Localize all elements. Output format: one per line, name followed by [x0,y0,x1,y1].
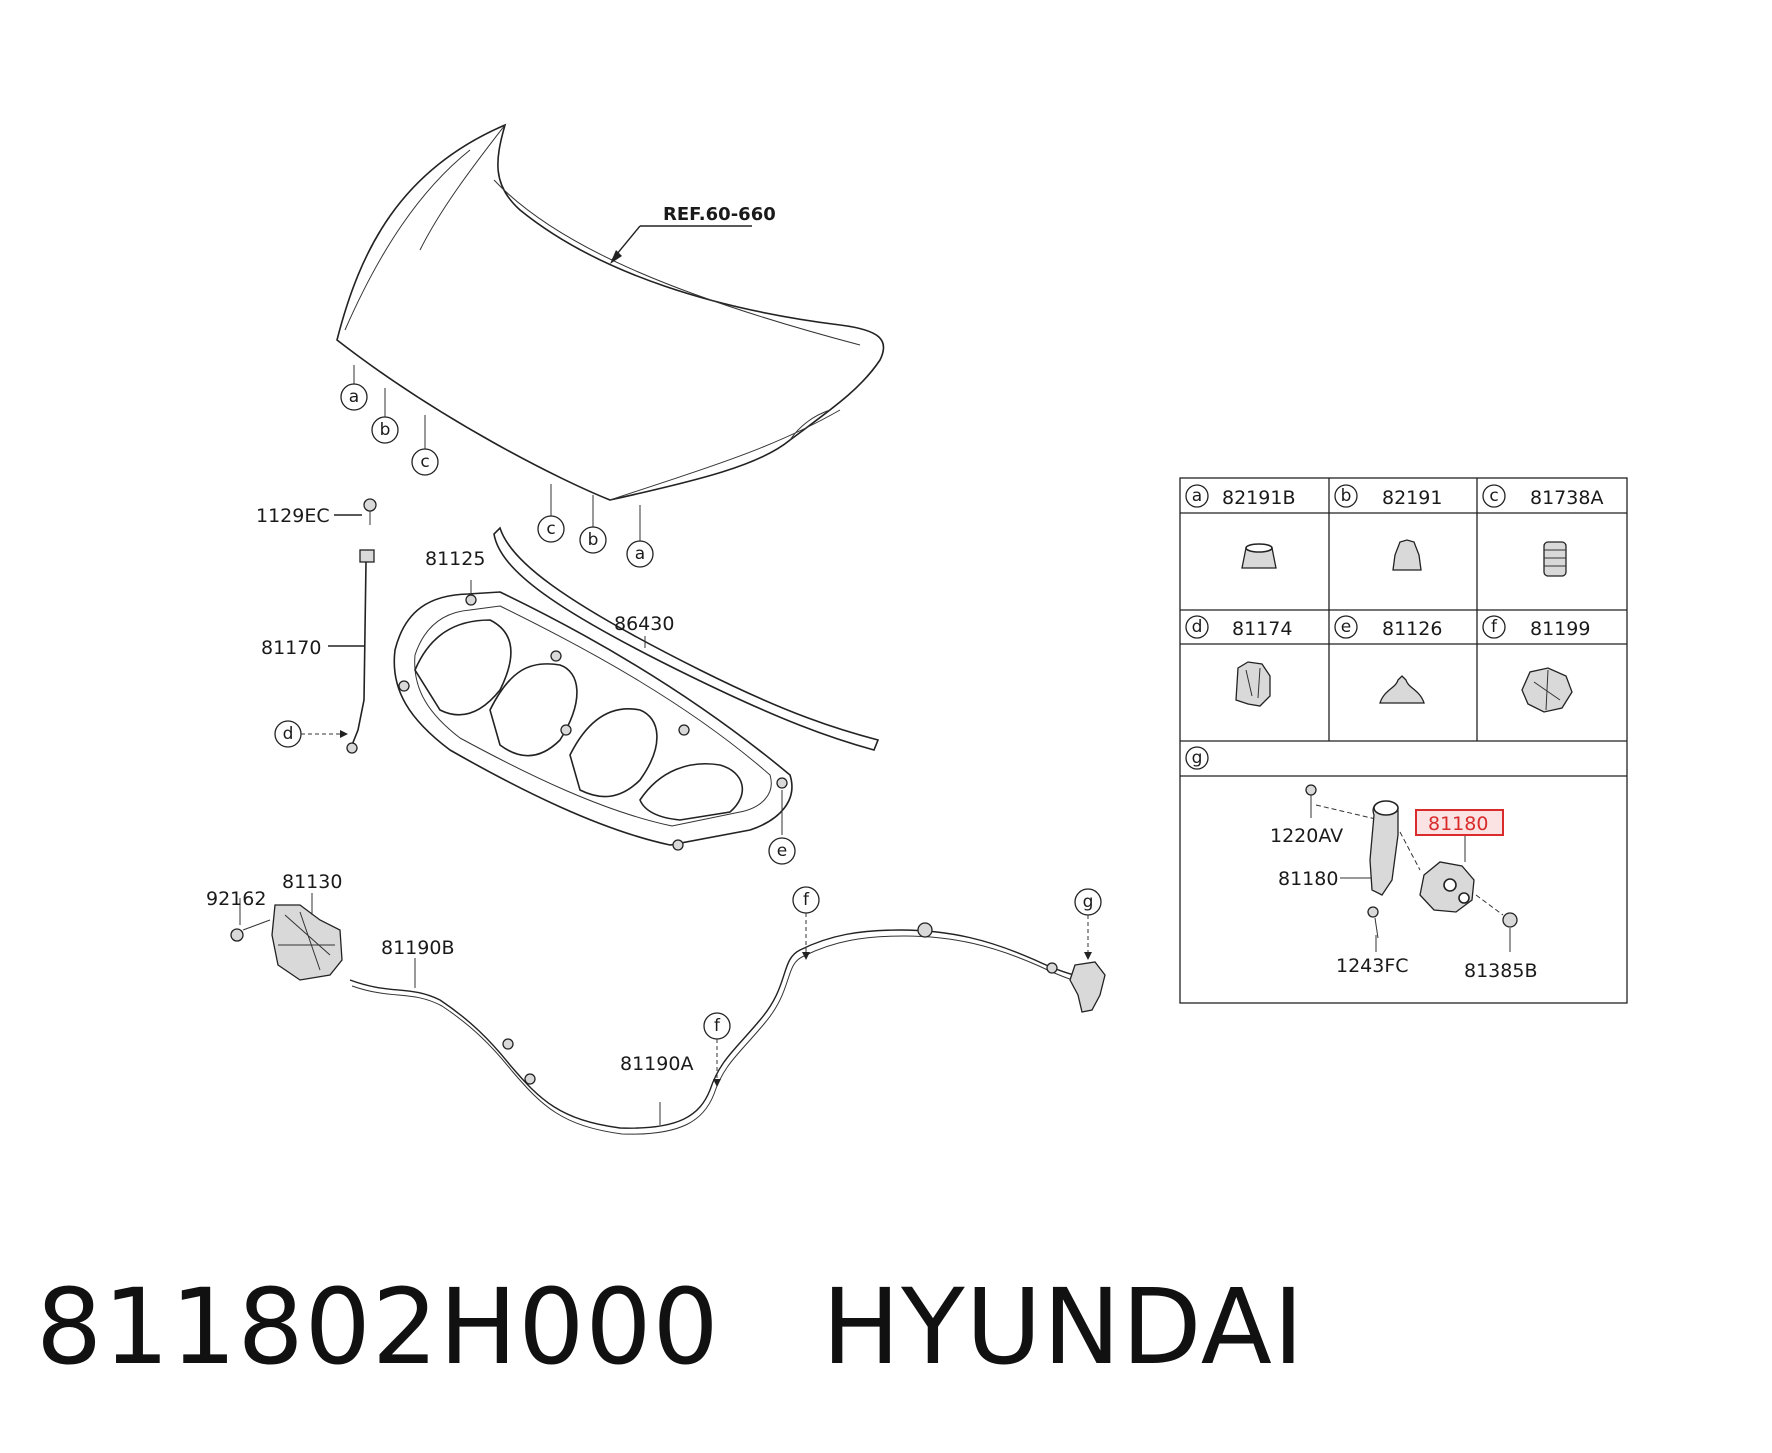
hood-insulator: 81125 e [393,548,796,865]
table-key-f: f [1491,617,1498,637]
label-1220av: 1220AV [1270,825,1343,847]
bubble-c-left: c [420,452,429,472]
bubble-d-rod: d [283,724,294,744]
label-81190b: 81190B [381,937,454,959]
table-code-81126: 81126 [1382,618,1442,640]
bubble-g-main: g [1083,892,1094,912]
table-key-a: a [1192,486,1202,506]
table-code-82191b: 82191B [1222,487,1295,509]
table-code-81199: 81199 [1530,618,1590,640]
table-cell-d: d 81174 [1185,615,1292,707]
label-81170: 81170 [261,637,321,659]
table-cell-e: e 81126 [1334,615,1442,704]
table-code-81738a: 81738A [1530,487,1603,509]
label-81180: 81180 [1278,868,1338,890]
hood-seal: 86430 [493,526,880,751]
table-cell-c: c 81738A [1482,484,1603,577]
part-caption: 811802H000 HYUNDAI [36,1275,1305,1379]
label-86430: 86430 [614,613,674,635]
bubble-a-right: a [635,544,645,564]
label-81385b: 81385B [1464,960,1537,982]
table-code-81174: 81174 [1232,618,1292,640]
table-code-82191: 82191 [1382,487,1442,509]
label-highlight-81180: 81180 [1428,813,1488,835]
release-handle-assembly: 1220AV 81180 1243FC 81385B 81180 [1270,784,1537,982]
bubble-f-lower: f [714,1016,721,1036]
label-81125: 81125 [425,548,485,570]
caption-part-number: 811802H000 [36,1266,720,1388]
table-cell-a: a 82191B [1185,484,1295,569]
release-cable: 81190B 81190A f f [349,886,1093,1135]
table-key-g: g [1192,748,1203,768]
label-92162: 92162 [206,888,266,910]
hood-latch: 92162 81130 [206,871,343,981]
table-cell-f: f 81199 [1482,615,1590,713]
hood-bubbles-right: c b a [537,484,654,568]
table-key-c: c [1489,486,1498,506]
ref-label: REF.60-660 [663,204,776,225]
stay-rod: 1129EC 81170 d [256,498,377,754]
bubble-b-left: b [380,420,391,440]
highlight-box [1415,809,1504,836]
table-key-d: d [1192,617,1203,637]
ref-callout: REF.60-660 [610,204,776,264]
table-key-b: b [1341,486,1352,506]
hood-bubbles-left: a b c [340,365,439,476]
table-key-e: e [1341,617,1351,637]
label-1129ec: 1129EC [256,505,330,527]
bubble-c-right: c [546,519,555,539]
label-1243fc: 1243FC [1336,955,1409,977]
hood-panel [336,123,885,501]
caption-brand: HYUNDAI [821,1266,1305,1388]
label-81190a: 81190A [620,1053,693,1075]
bubble-b-right: b [588,530,599,550]
release-handle-main: g [1069,888,1106,1013]
label-81130: 81130 [282,871,342,893]
bubble-f-upper: f [803,890,810,910]
table-cell-b: b 82191 [1334,484,1442,571]
parts-table: a 82191B b 82191 c 81738A d 81174 [1179,477,1628,1004]
bubble-e-insulator: e [777,841,787,861]
bubble-a-left: a [349,387,359,407]
